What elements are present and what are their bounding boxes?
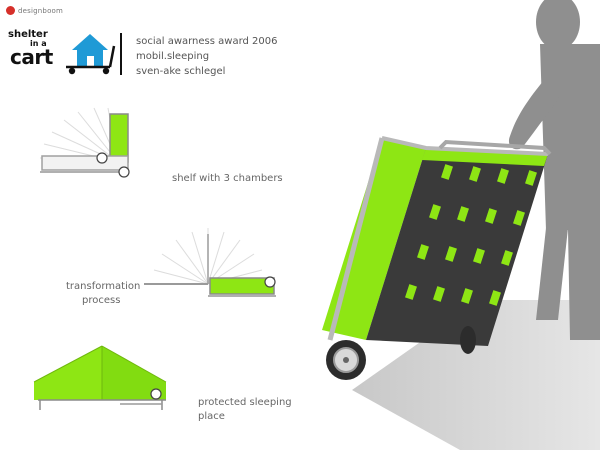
caption-protected: protected sleeping place xyxy=(198,396,292,424)
designboom-brand: designboom xyxy=(6,6,63,15)
logo-divider xyxy=(120,33,122,75)
shelter-in-a-cart-logo: shelter in a cart xyxy=(8,30,118,76)
designer-name: sven-ake schlegel xyxy=(136,66,226,77)
logo-word-cart: cart xyxy=(10,45,53,69)
person-silhouette xyxy=(508,0,600,340)
caption-transformation-line2: process xyxy=(82,295,121,306)
caption-protected-line1: protected sleeping xyxy=(198,397,292,408)
shelf-diagram xyxy=(39,107,130,178)
cart-body xyxy=(322,136,552,380)
award-title: social awarness award 2006 xyxy=(136,36,278,47)
cart-render xyxy=(322,0,600,450)
designboom-logo-icon xyxy=(6,6,15,15)
logo-word-in-a: in a xyxy=(30,39,47,48)
brand-name: designboom xyxy=(18,6,64,15)
caption-shelf: shelf with 3 chambers xyxy=(172,173,283,184)
caption-protected-line2: place xyxy=(198,411,225,422)
caption-transformation-line1: transformation xyxy=(66,281,141,292)
transformation-diagram xyxy=(144,228,276,297)
logo-word-shelter: shelter xyxy=(8,29,48,40)
project-name: mobil.sleeping xyxy=(136,51,210,62)
house-cart-icon xyxy=(66,34,116,75)
tent-diagram xyxy=(33,345,167,410)
award-info: social awarness award 2006 mobil.sleepin… xyxy=(136,34,278,79)
ground-shadow xyxy=(352,300,600,450)
caption-transformation: transformation process xyxy=(66,280,140,308)
